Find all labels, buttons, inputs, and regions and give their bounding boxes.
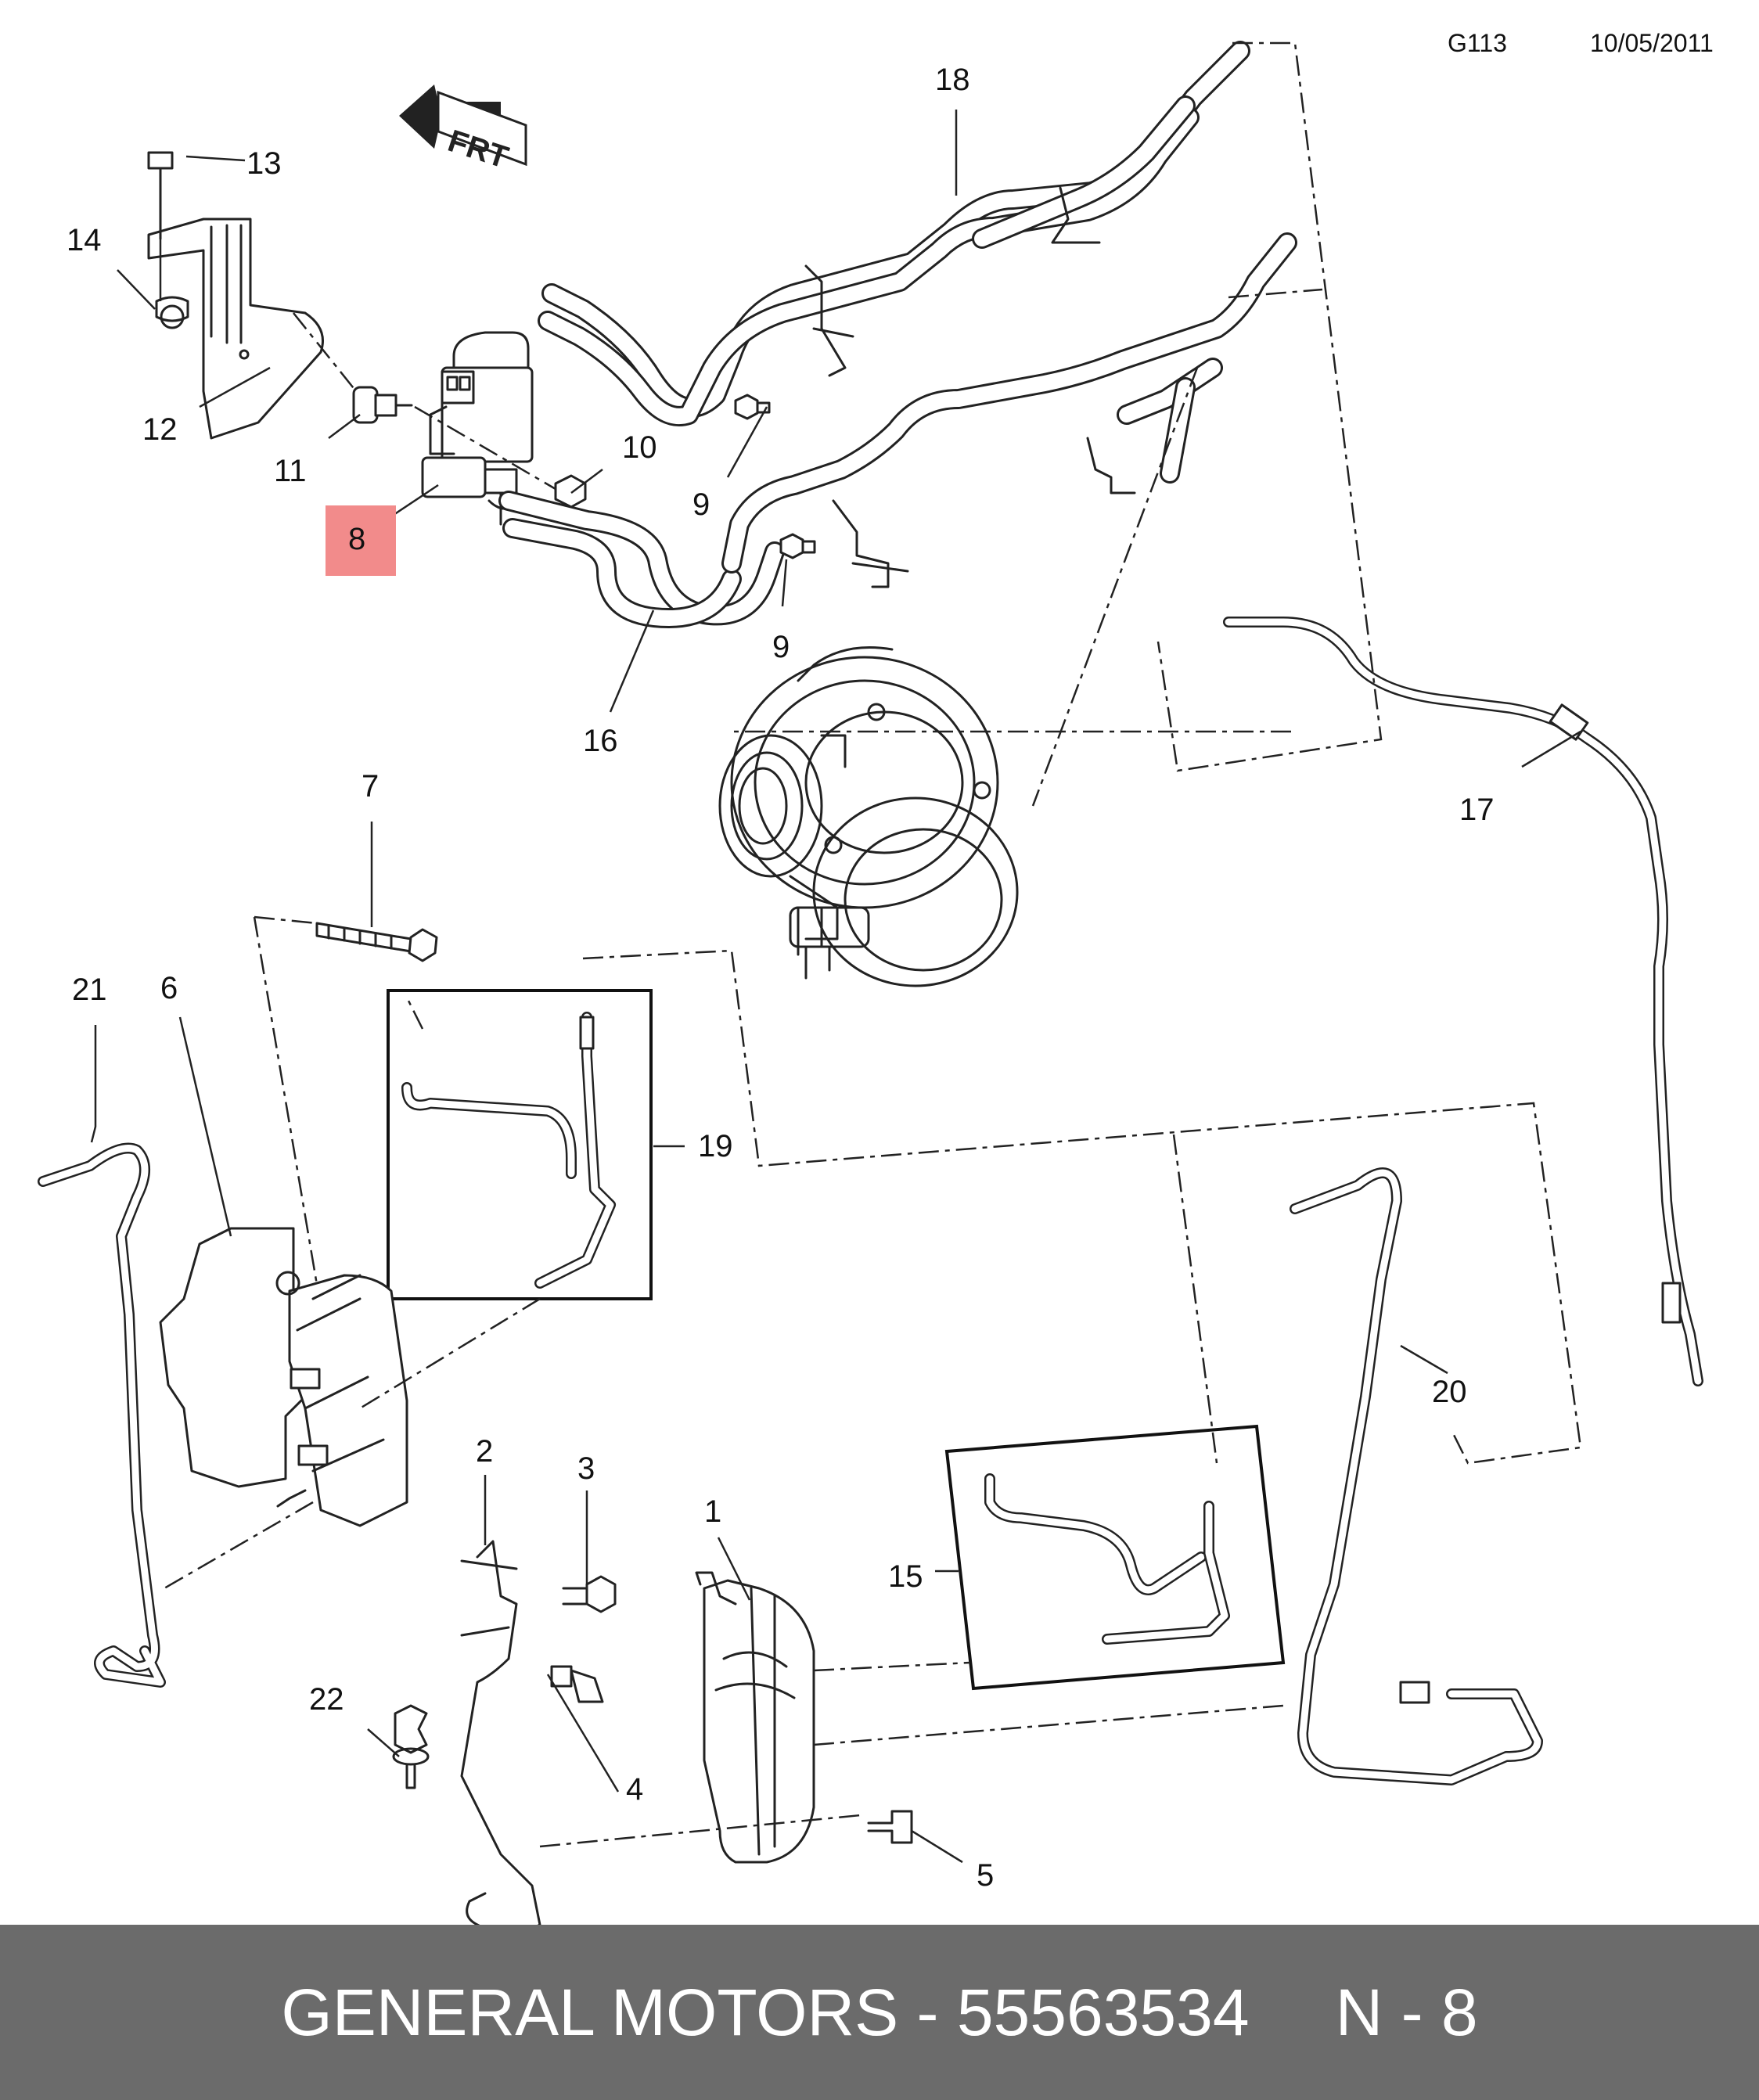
vacuum-hose-20: [1290, 1167, 1543, 1785]
bolt-7: [315, 922, 438, 962]
callout-18: 18: [935, 63, 970, 97]
vacuum-pipe-middle: [721, 232, 1297, 588]
bolt-3: [562, 1575, 617, 1613]
callout-2: 2: [476, 1434, 493, 1469]
callout-12: 12: [142, 412, 178, 447]
hose-assembly-19: [401, 1012, 616, 1289]
callout-9b: 9: [772, 630, 790, 664]
callout-19: 19: [698, 1129, 733, 1163]
callout-17: 17: [1459, 793, 1495, 827]
detail-box-19: [387, 989, 653, 1300]
footer-ref: N - 8: [1335, 1975, 1478, 2049]
callout-13: 13: [246, 146, 282, 181]
callout-8: 8: [348, 522, 365, 556]
callout-11: 11: [274, 454, 307, 488]
routing-lines: [164, 41, 1582, 1848]
clip-4: [550, 1665, 604, 1703]
callout-5: 5: [977, 1858, 994, 1893]
footer-bar: GENERAL MOTORS - 55563534 N - 8: [0, 1925, 1759, 2100]
callout-16: 16: [583, 724, 618, 758]
callout-14: 14: [67, 223, 102, 257]
callout-10: 10: [622, 430, 657, 465]
callout-9a: 9: [692, 487, 710, 522]
callout-3: 3: [577, 1451, 595, 1486]
bracket-2: [460, 1540, 541, 1925]
bolt-5: [867, 1810, 913, 1844]
bolt-9b: [779, 533, 816, 559]
callout-15: 15: [888, 1559, 923, 1594]
front-direction-icon: FRT: [399, 85, 527, 175]
diagram-date: 10/05/2011: [1590, 29, 1714, 57]
hex-nut: [554, 474, 587, 509]
vacuum-pipe-18: [538, 41, 1250, 426]
callout-7: 7: [362, 769, 379, 804]
turbocharger: [718, 646, 1019, 987]
leader-lines: [90, 110, 1581, 1864]
callout-4: 4: [626, 1772, 643, 1807]
footer-brand-part: GENERAL MOTORS - 55563534: [281, 1975, 1250, 2049]
callout-20: 20: [1432, 1375, 1467, 1409]
canister-6: [159, 1227, 408, 1527]
parts-diagram: G113 10/05/2011 FRT: [38, 29, 1714, 1925]
vacuum-hose-17: [1223, 617, 1703, 1386]
hose-assembly-15: [984, 1473, 1230, 1645]
grommet-22: [392, 1704, 430, 1789]
vacuum-hose-21: [38, 1142, 166, 1688]
bolt-9a: [734, 394, 771, 420]
bracket-assembly: [147, 151, 324, 440]
callout-6: 6: [160, 971, 178, 1005]
vacuum-hose-16: [498, 491, 785, 628]
detail-box-15: [944, 1424, 1286, 1691]
callout-22: 22: [309, 1682, 344, 1717]
grommet: [352, 386, 413, 424]
diagram-code: G113: [1448, 29, 1507, 57]
solenoid-valve: [421, 331, 534, 526]
highlight-8: [326, 505, 396, 576]
callout-1: 1: [704, 1494, 721, 1529]
resonator-1: [695, 1571, 815, 1864]
callout-21: 21: [72, 973, 107, 1007]
